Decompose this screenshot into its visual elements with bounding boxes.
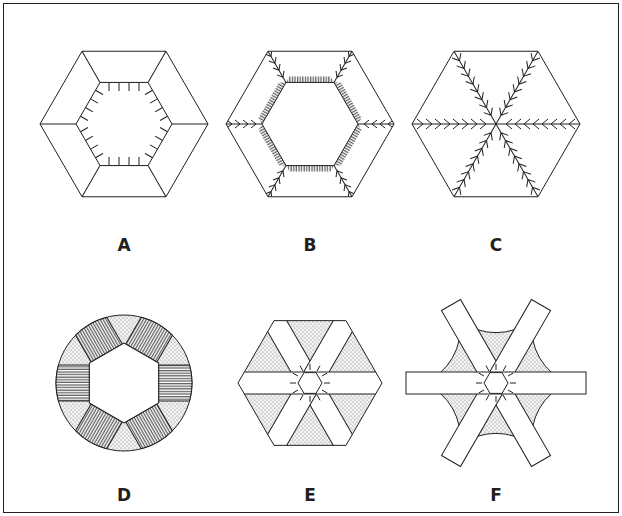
panel-label: A — [117, 235, 130, 255]
panel-label: D — [117, 485, 131, 505]
panel-f-figure — [406, 300, 586, 467]
panel-e-figure — [230, 308, 390, 458]
panel-label: F — [490, 485, 502, 505]
frame — [4, 4, 619, 513]
panel-c-figure — [412, 49, 580, 199]
panel-label: E — [304, 485, 316, 505]
panel-a-figure — [40, 51, 208, 197]
panel-label: B — [304, 235, 317, 255]
panel-b-figure — [226, 49, 394, 198]
panel-d-figure — [31, 290, 217, 476]
panel-label: C — [490, 235, 502, 255]
